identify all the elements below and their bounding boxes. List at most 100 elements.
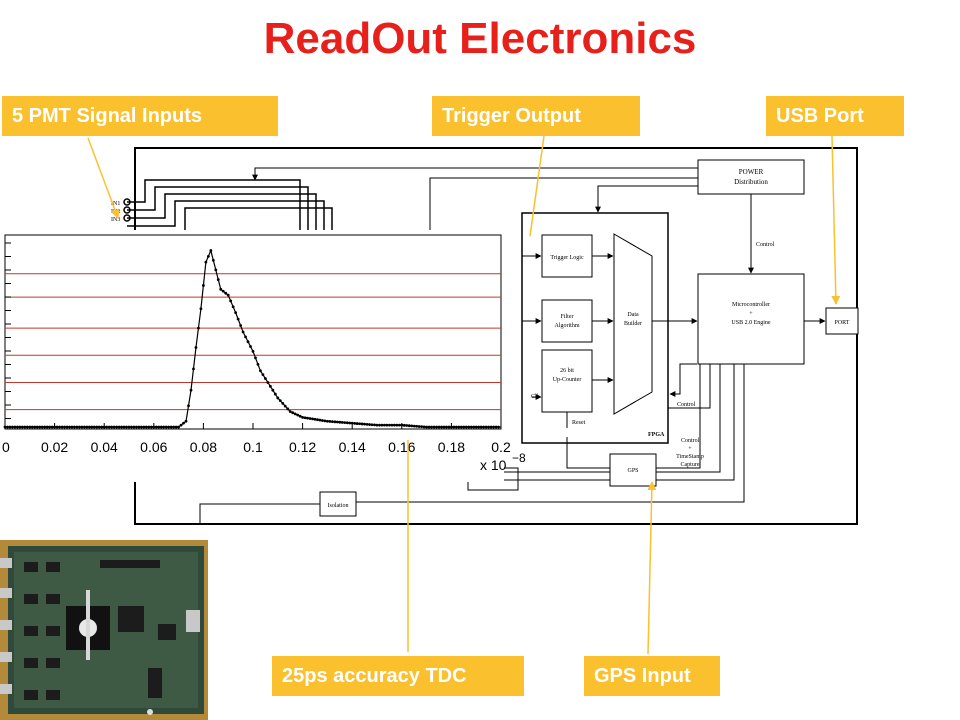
data-point (340, 421, 344, 424)
data-point (494, 425, 498, 429)
data-point (229, 299, 233, 303)
data-point (278, 399, 282, 403)
data-point (6, 425, 9, 429)
data-point (135, 425, 138, 429)
data-point (38, 425, 42, 429)
x-tick-label: 0.14 (339, 439, 366, 455)
data-point (360, 422, 364, 426)
data-point (127, 425, 131, 429)
data-point (385, 423, 389, 427)
data-point (177, 425, 181, 429)
data-point (261, 373, 265, 377)
data-point (321, 419, 324, 422)
circuit-board-photo (0, 540, 208, 720)
data-point (117, 425, 121, 429)
gps-label: GPS (627, 468, 638, 474)
data-point (343, 421, 347, 424)
callout-usb-port: USB Port (766, 96, 904, 136)
data-point (189, 388, 193, 392)
data-point (348, 421, 352, 425)
data-point (149, 425, 153, 429)
data-point (192, 367, 195, 371)
data-point (30, 425, 34, 429)
x-exponent: −8 (512, 451, 526, 465)
data-point (400, 423, 404, 427)
data-point (28, 425, 32, 429)
data-point (333, 420, 337, 424)
data-point (68, 425, 71, 429)
filter-label-2: Algorithm (555, 323, 580, 329)
filter-label-1: Filter (561, 314, 574, 320)
data-point (410, 424, 414, 428)
data-point (169, 425, 173, 429)
data-point (276, 396, 280, 400)
data-point (87, 425, 91, 429)
data-point (256, 362, 260, 366)
data-point (303, 416, 307, 420)
counter-label-2: Up-Counter (553, 377, 582, 383)
data-point (273, 392, 277, 396)
data-point (80, 425, 84, 429)
data-point (147, 425, 151, 429)
data-point (60, 425, 64, 429)
data-point (358, 422, 362, 426)
data-point (464, 425, 468, 429)
data-point (164, 425, 168, 429)
callout-pmt-inputs: 5 PMT Signal Inputs (2, 96, 278, 136)
data-point (85, 425, 89, 429)
data-point (328, 420, 332, 423)
data-point (368, 423, 371, 426)
fpga-label: FPGA (648, 432, 665, 438)
data-point (241, 330, 245, 334)
x-tick-label: 0.18 (438, 439, 465, 455)
data-point (417, 425, 421, 428)
data-point (244, 335, 247, 339)
data-point (159, 425, 163, 429)
data-point (422, 425, 426, 429)
data-point (412, 424, 416, 428)
x-tick-label: 0 (2, 439, 10, 455)
data-builder-label-2: Builder (624, 321, 642, 327)
data-point (286, 407, 290, 411)
data-point (425, 425, 428, 429)
x-tick-label: 0.16 (388, 439, 415, 455)
data-point (144, 425, 148, 429)
data-point (132, 425, 136, 429)
data-point (3, 425, 7, 429)
data-point (296, 413, 300, 417)
data-point (477, 425, 481, 429)
data-point (326, 419, 329, 423)
x-tick-label: 0.08 (190, 439, 217, 455)
data-point (330, 420, 334, 424)
data-point (187, 404, 190, 408)
data-point (224, 291, 228, 295)
data-point (268, 384, 272, 388)
data-point (202, 284, 205, 287)
data-point (313, 417, 317, 421)
data-point (291, 411, 295, 415)
data-point (152, 425, 156, 429)
data-point (281, 401, 285, 405)
plot-series (3, 248, 501, 429)
plot-gridlines (5, 242, 501, 419)
data-point (234, 311, 238, 314)
data-point (492, 425, 495, 429)
data-point (13, 425, 17, 429)
micro-label-1: Microcontroller (732, 302, 770, 308)
data-builder-label-1: Data (627, 312, 639, 318)
data-point (308, 417, 312, 420)
data-point (197, 326, 200, 330)
data-point (82, 425, 86, 429)
data-point (65, 425, 69, 429)
data-point (216, 278, 220, 282)
x-tick-label: 0.1 (243, 439, 263, 455)
data-point (184, 419, 188, 423)
data-point (283, 404, 287, 408)
data-point (53, 425, 56, 429)
x-tick-label: 0.2 (491, 439, 511, 455)
data-point (442, 425, 446, 429)
data-builder-block (613, 233, 653, 415)
data-point (70, 425, 74, 429)
data-point (194, 346, 198, 349)
